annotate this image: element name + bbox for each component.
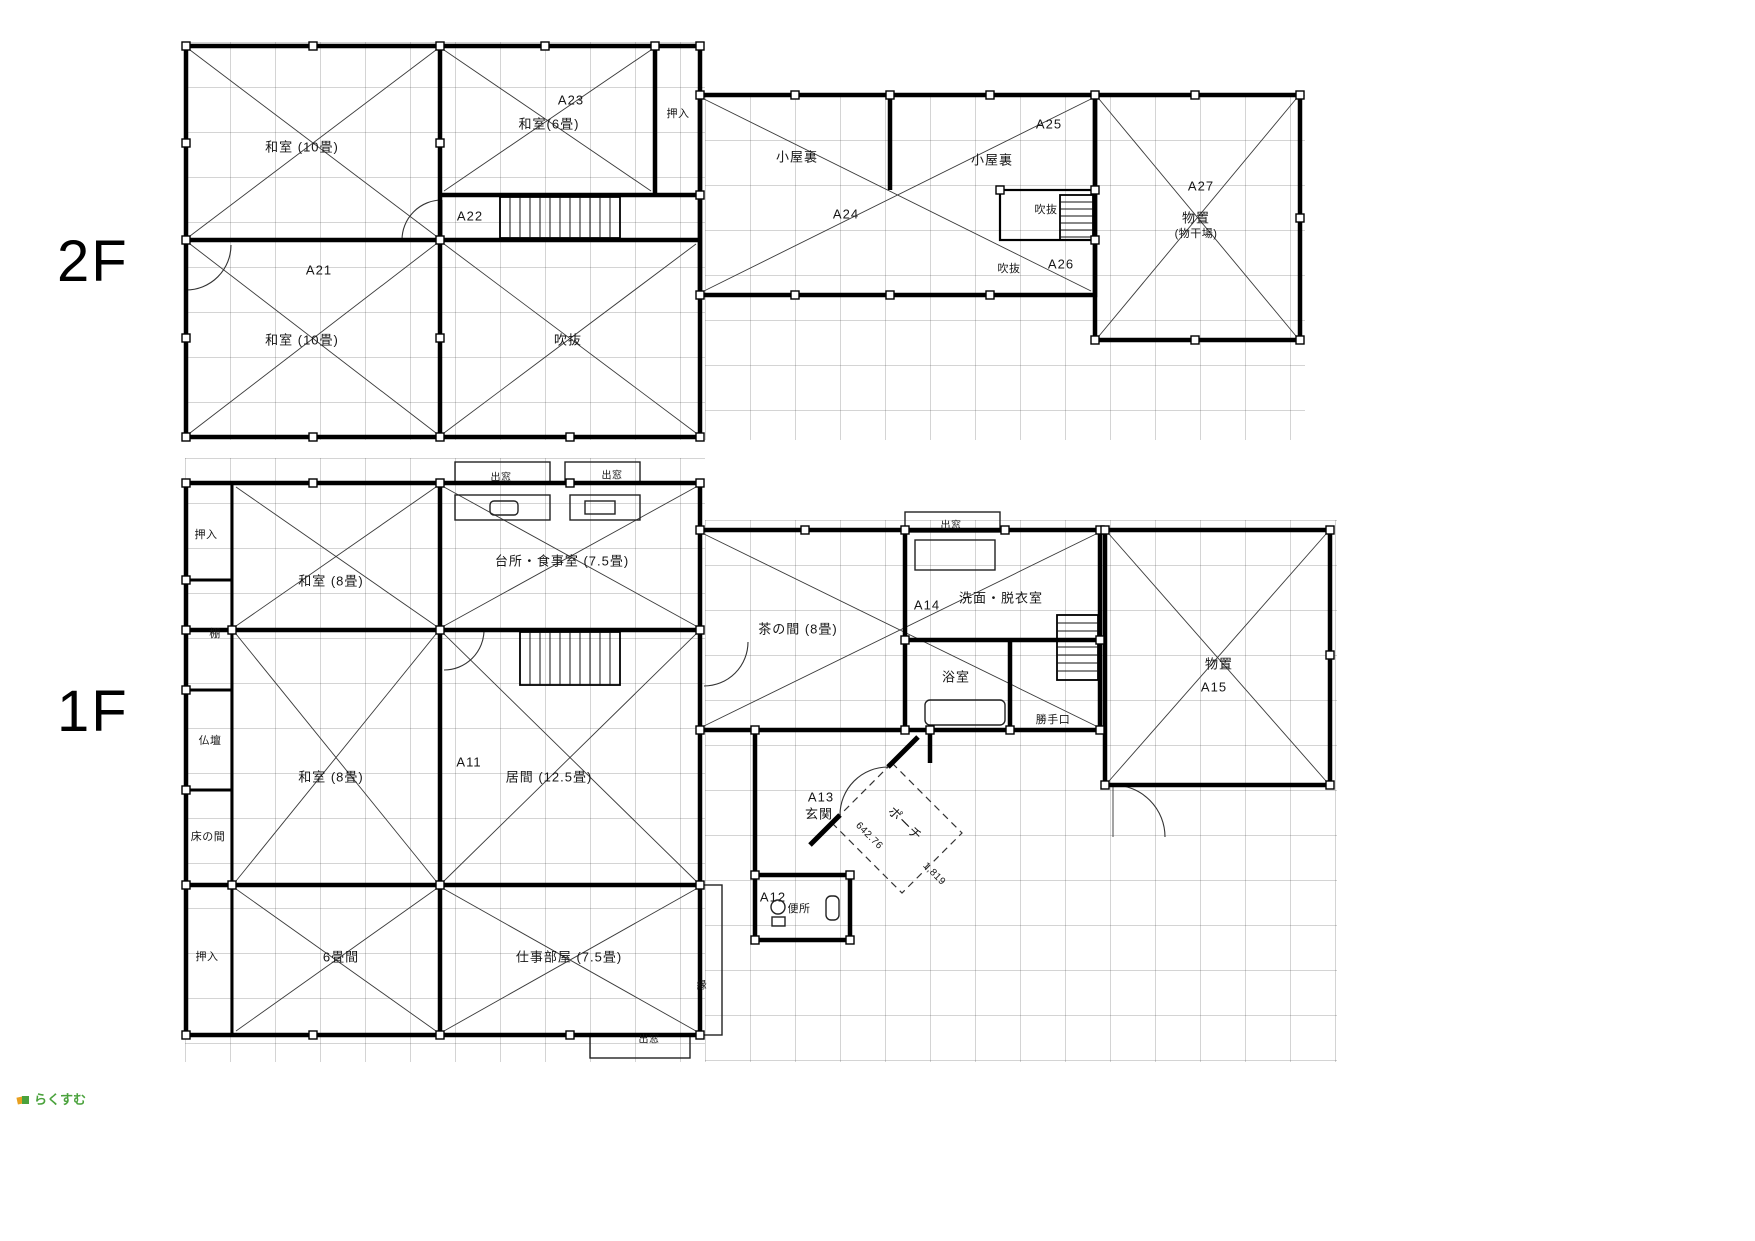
room-diagonals-2f <box>189 49 1297 434</box>
floor-2f-drawing <box>181 41 1305 442</box>
room-label-washitsu8-top: 和室 (8畳) <box>298 573 364 589</box>
room-label-a11: A11 <box>456 754 482 770</box>
room-label-a23: A23 <box>557 92 585 108</box>
room-label-monooki-1f: 物置 <box>1204 656 1234 672</box>
room-label-washitsu10-top: 和室 (10畳) <box>265 139 339 155</box>
room-label-senmen: 洗面・脱衣室 <box>958 590 1044 606</box>
floor-1f-drawing <box>181 461 1335 1059</box>
room-label-demado-4: 出窓 <box>638 1034 660 1046</box>
room-label-fukinuke-small2: 吹抜 <box>997 263 1021 275</box>
room-label-a26: A26 <box>1047 256 1075 272</box>
room-label-washitsu6: 和室(6畳) <box>518 116 580 132</box>
room-label-a15: A15 <box>1200 679 1228 695</box>
room-label-rokujoma: 6畳間 <box>322 949 360 965</box>
room-label-a12: A12 <box>759 889 787 905</box>
room-label-washitsu10-bottom: 和室 (10畳) <box>265 332 339 348</box>
room-label-a14: A14 <box>913 597 941 613</box>
watermark: らくすむ <box>16 1089 86 1108</box>
walls-2f <box>183 43 1303 440</box>
grid-2f-right <box>705 95 1305 440</box>
room-label-fukinuke-small1: 吹抜 <box>1034 204 1058 216</box>
door-arcs-1f <box>443 629 1166 838</box>
room-label-ima: 居間 (12.5畳) <box>505 769 593 785</box>
room-label-monooki-2f: 物置 <box>1181 210 1211 226</box>
room-diagonals-1f <box>235 486 1327 1032</box>
room-label-katteguchi: 勝手口 <box>1035 714 1071 726</box>
room-label-a25: A25 <box>1035 116 1063 132</box>
room-label-genkan: 玄関 <box>804 806 834 822</box>
room-label-koyaura-left: 小屋裏 <box>775 149 819 165</box>
room-label-shigotobeya: 仕事部屋 (7.5畳) <box>515 949 623 965</box>
room-label-yokushitsu: 浴室 <box>941 669 971 685</box>
room-label-a21: A21 <box>305 262 333 278</box>
room-label-monohoshiba: (物干場) <box>1174 228 1218 240</box>
watermark-text: らくすむ <box>34 1092 87 1107</box>
room-label-a13: A13 <box>807 789 835 805</box>
room-label-demado-2: 出窓 <box>601 470 623 482</box>
room-label-demado-3: 出窓 <box>940 520 962 532</box>
grid-1f-left <box>185 458 705 1062</box>
room-label-daidokoro: 台所・食事室 (7.5畳) <box>494 553 630 569</box>
room-label-oshiire-2f: 押入 <box>666 108 690 120</box>
room-label-koyaura-right: 小屋裏 <box>970 152 1014 168</box>
stairs-2f <box>499 188 1097 242</box>
room-label-en: 縁 <box>696 980 708 992</box>
rakusumu-logo-icon <box>16 1095 29 1105</box>
posts-2f <box>181 41 1305 442</box>
room-label-benjo: 便所 <box>787 903 811 915</box>
porch-outline <box>831 762 963 894</box>
room-label-chanoma: 茶の間 (8畳) <box>758 621 838 637</box>
stairs-2f-hatch <box>509 197 1093 238</box>
floor-1f-title: 1F <box>57 679 129 744</box>
room-label-a27: A27 <box>1187 178 1215 194</box>
room-label-demado-1: 出窓 <box>490 472 512 484</box>
room-label-a22: A22 <box>456 208 484 224</box>
room-label-butsudan: 仏壇 <box>198 735 222 747</box>
room-label-washitsu8-mid: 和室 (8畳) <box>298 769 364 785</box>
room-label-oshiire-top: 押入 <box>194 529 218 541</box>
room-label-oshiire-bottom: 押入 <box>195 951 219 963</box>
floor-2f-title: 2F <box>57 229 129 294</box>
posts-1f <box>181 478 1335 1040</box>
grid-1f-right <box>705 520 1337 1062</box>
room-label-tokonoma: 床の間 <box>190 831 226 843</box>
room-label-tana: 棚 <box>209 628 221 640</box>
room-label-a24: A24 <box>832 206 860 222</box>
room-label-fukinuke: 吹抜 <box>553 332 583 348</box>
